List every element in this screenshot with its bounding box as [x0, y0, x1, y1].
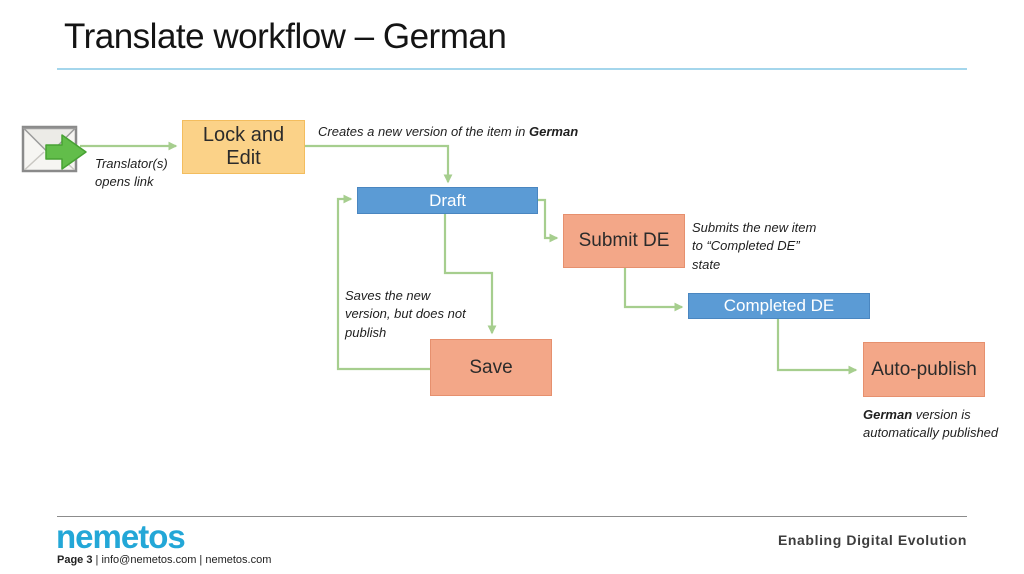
- annotation-german-version-published: German version is automatically publishe…: [863, 406, 998, 443]
- annotation-submits-new-item: Submits the new item to “Completed DE” s…: [692, 220, 817, 272]
- email-with-green-arrow-icon: [21, 125, 87, 173]
- workflow-step-auto-publish: Auto-publish: [863, 342, 985, 397]
- annotation-translator-opens-link: Translator(s) opens link: [95, 156, 168, 190]
- workflow-step-lock-and-edit: Lock and Edit: [182, 120, 305, 174]
- connector-completed-to-autopublish: [776, 319, 858, 375]
- footer-contact: | info@nemetos.com | nemetos.com: [92, 554, 272, 566]
- footer-divider: [57, 516, 967, 517]
- workflow-step-submit-de: Submit DE: [563, 214, 685, 268]
- connector-submit-to-completed: [623, 268, 684, 312]
- workflow-step-save: Save: [430, 339, 552, 396]
- annotation-bold-german: German: [863, 407, 913, 422]
- workflow-state-draft: Draft: [357, 187, 538, 214]
- step-label: Submit DE: [578, 230, 670, 251]
- connector-save-to-draft-loop: [336, 194, 430, 371]
- connector-lock-to-draft: [305, 144, 453, 184]
- annotation-saves-new-version: Saves the new version, but does not publ…: [345, 288, 466, 340]
- state-label: Completed DE: [723, 296, 835, 315]
- annotation-creates-new-version: Creates a new version of the item in Ger…: [318, 123, 578, 141]
- annotation-text: Creates a new version of the item in: [318, 124, 529, 139]
- annotation-bold-german: German: [529, 124, 579, 139]
- nemetos-logo: nemetos: [56, 518, 186, 555]
- annotation-text: version is automatically published: [863, 407, 999, 441]
- title-divider: [57, 68, 967, 70]
- footer-page-info: Page 3 | info@nemetos.com | nemetos.com: [57, 554, 271, 566]
- step-label: Lock and Edit: [202, 124, 285, 169]
- state-label: Draft: [429, 190, 466, 210]
- page-number: Page 3: [57, 554, 93, 566]
- footer-tagline: Enabling Digital Evolution: [777, 532, 967, 548]
- step-label: Auto-publish: [871, 358, 977, 380]
- slide-title: Translate workflow – German: [64, 17, 507, 56]
- connector-draft-to-submit: [538, 198, 559, 243]
- workflow-state-completed-de: Completed DE: [688, 293, 870, 319]
- step-label: Save: [469, 356, 513, 378]
